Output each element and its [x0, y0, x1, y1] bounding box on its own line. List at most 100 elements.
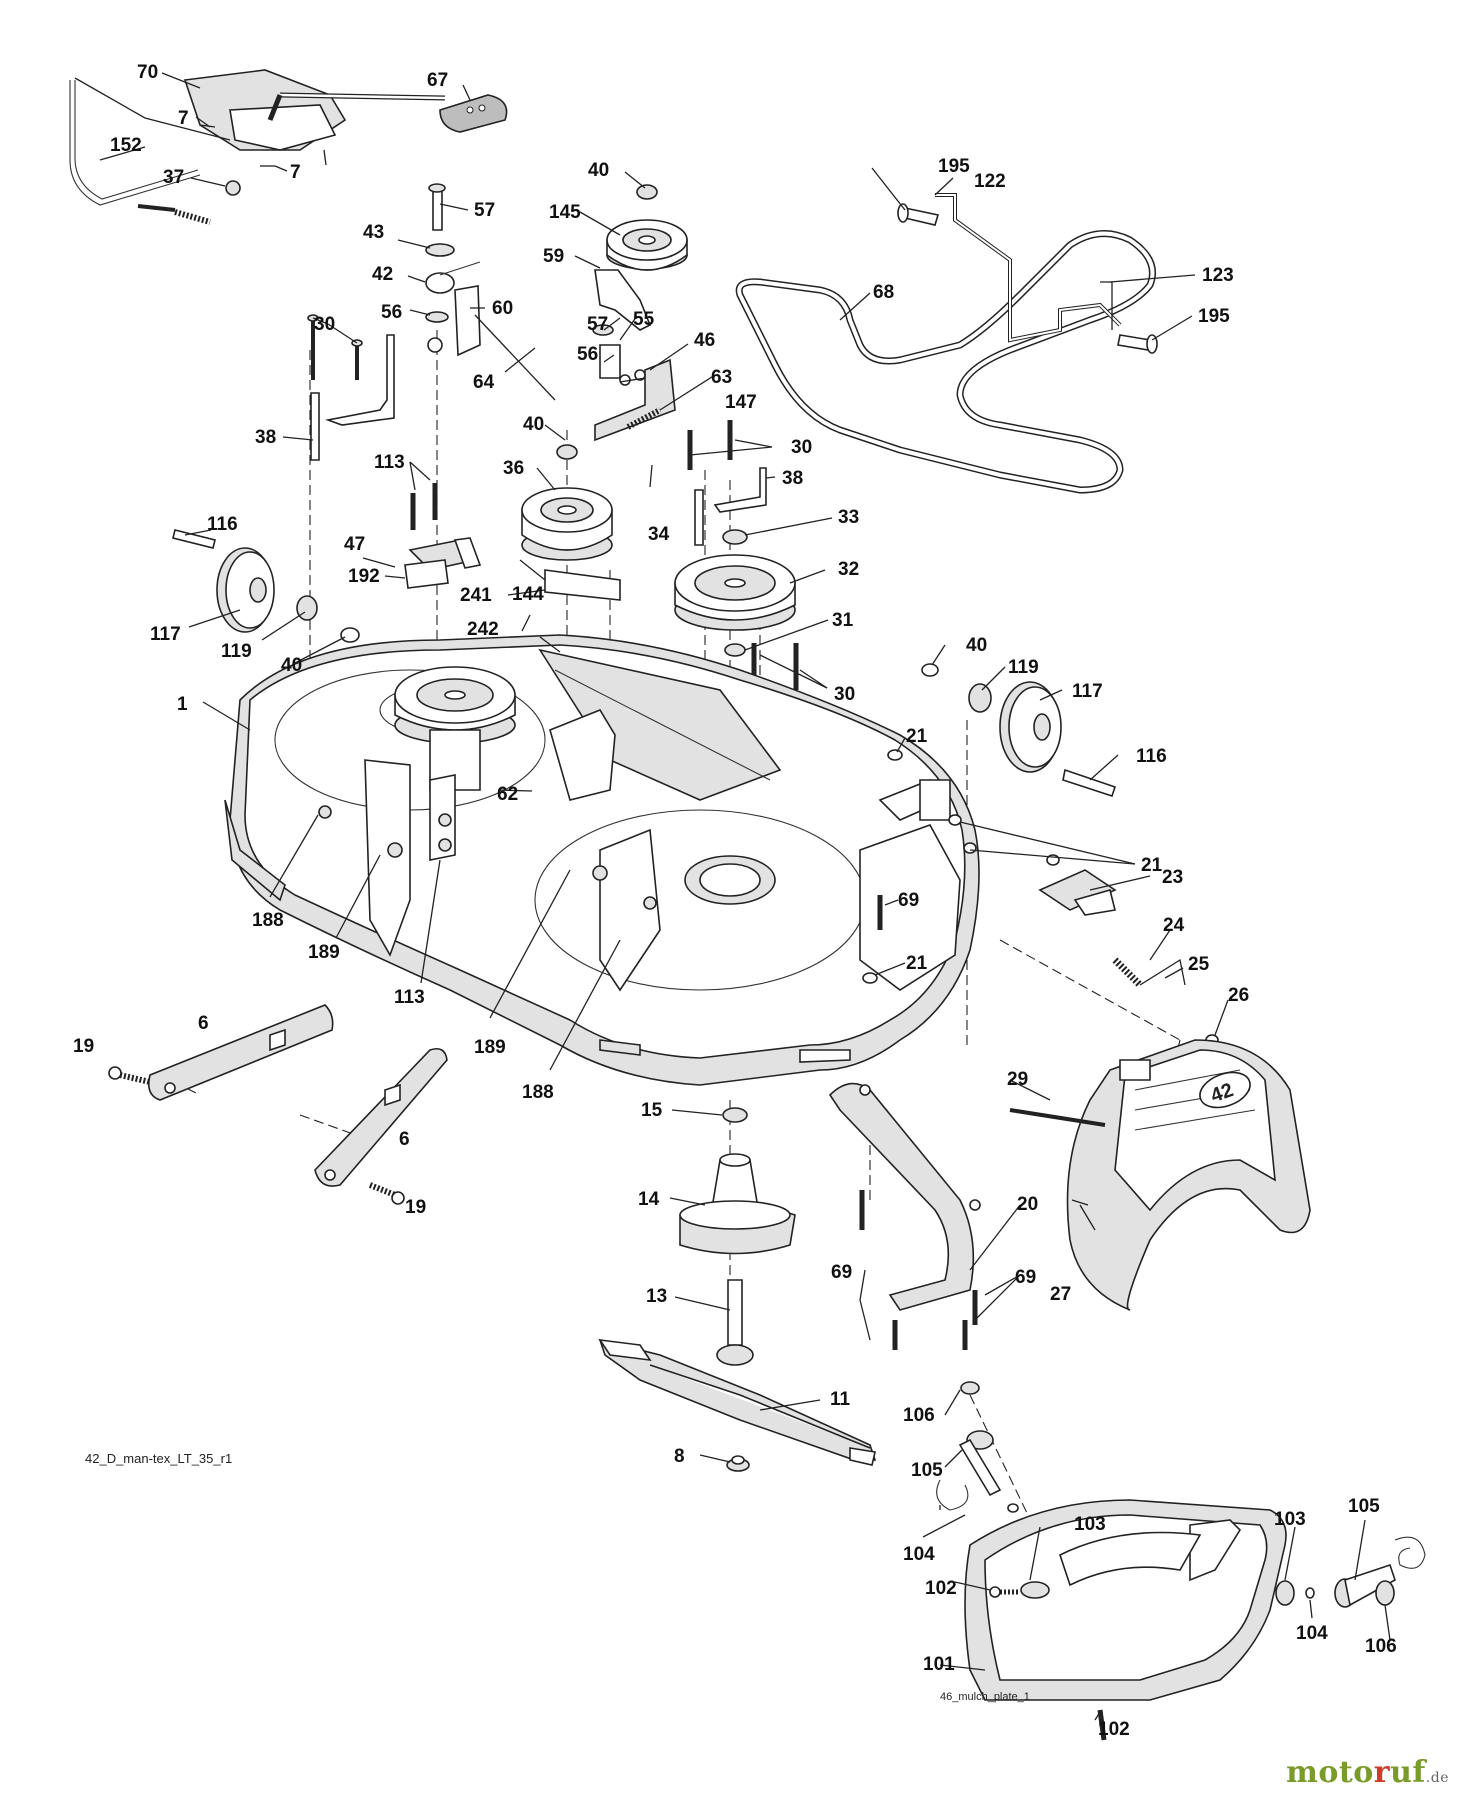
- lift-arm-left-part-6: [108, 1004, 334, 1101]
- callout-60: 60: [492, 298, 513, 319]
- callout-25: 25: [1188, 954, 1210, 975]
- callout-19: 19: [73, 1036, 94, 1057]
- spindle-assembly: [598, 1107, 877, 1472]
- callout-104: 104: [903, 1544, 935, 1565]
- callout-189: 189: [474, 1037, 506, 1058]
- callout-7: 7: [178, 108, 189, 129]
- callout-43: 43: [363, 222, 384, 243]
- callout-57: 57: [587, 314, 608, 335]
- callout-123: 123: [1202, 265, 1234, 286]
- callout-59: 59: [543, 246, 564, 267]
- callout-24: 24: [1163, 915, 1185, 936]
- callout-40: 40: [588, 160, 609, 181]
- callout-20: 20: [1017, 1194, 1038, 1215]
- callout-102: 102: [1098, 1719, 1130, 1740]
- callout-67: 67: [427, 70, 448, 91]
- leader-lines: [99, 72, 1391, 1721]
- callout-27: 27: [1050, 1284, 1071, 1305]
- callout-11: 11: [830, 1389, 851, 1410]
- callout-104: 104: [1296, 1623, 1328, 1644]
- callout-69: 69: [831, 1262, 852, 1283]
- discharge-deflector-part-27: 42: [1066, 1039, 1311, 1311]
- belt-guide-rod-assembly: [897, 193, 1158, 354]
- callout-32: 32: [838, 559, 859, 580]
- callout-119: 119: [221, 641, 252, 662]
- callout-30: 30: [834, 684, 855, 705]
- callout-42: 42: [372, 264, 393, 285]
- callout-6: 6: [198, 1013, 209, 1034]
- callout-26: 26: [1228, 985, 1249, 1006]
- support-arm-part-20: [828, 1082, 981, 1311]
- callout-106: 106: [1365, 1636, 1397, 1657]
- idler-pulley-36-assembly: [521, 444, 621, 601]
- callout-188: 188: [252, 910, 284, 931]
- callout-242: 242: [467, 619, 499, 640]
- gauge-wheel-right-assembly: [921, 663, 1117, 798]
- callout-69: 69: [1015, 1267, 1036, 1288]
- deflector-hinge-hardware: [862, 749, 1219, 1046]
- callout-106: 106: [903, 1405, 935, 1426]
- callout-46: 46: [694, 330, 715, 351]
- callout-152: 152: [110, 135, 142, 156]
- callout-145: 145: [549, 202, 581, 223]
- callout-40: 40: [966, 635, 987, 656]
- callout-8: 8: [674, 1446, 685, 1467]
- callout-33: 33: [838, 507, 859, 528]
- spindle-pulley-32-assembly: [674, 420, 799, 690]
- callout-21: 21: [906, 953, 928, 974]
- callout-29: 29: [1007, 1069, 1028, 1090]
- callout-47: 47: [344, 534, 365, 555]
- callout-122: 122: [974, 171, 1006, 192]
- callout-113: 113: [374, 452, 405, 473]
- callout-38: 38: [782, 468, 803, 489]
- callout-116: 116: [207, 514, 238, 535]
- bolts-part-69: [859, 895, 978, 1350]
- mulch-plate-assembly: [936, 1381, 1426, 1741]
- bracket-part-47: [404, 537, 482, 589]
- callout-189: 189: [308, 942, 340, 963]
- callout-21: 21: [1141, 855, 1163, 876]
- callout-7: 7: [290, 162, 301, 183]
- callout-31: 31: [832, 610, 854, 631]
- callout-117: 117: [1072, 681, 1103, 702]
- callout-34: 34: [648, 524, 670, 545]
- callout-37: 37: [163, 167, 184, 188]
- callout-30: 30: [314, 314, 335, 335]
- callout-56: 56: [577, 344, 598, 365]
- sub-drawing-id-caption: 46_mulch_plate_1: [940, 1691, 1030, 1703]
- callout-13: 13: [646, 1286, 667, 1307]
- callout-38: 38: [255, 427, 276, 448]
- callout-23: 23: [1162, 867, 1183, 888]
- callout-1: 1: [177, 694, 188, 715]
- callout-69: 69: [898, 890, 919, 911]
- callout-188: 188: [522, 1082, 554, 1103]
- callout-241: 241: [460, 585, 492, 606]
- callout-63: 63: [711, 367, 732, 388]
- callout-14: 14: [638, 1189, 660, 1210]
- callout-105: 105: [1348, 1496, 1380, 1517]
- callout-19: 19: [405, 1197, 426, 1218]
- hinge-rod-part-29: [1009, 1108, 1106, 1127]
- callout-40: 40: [281, 655, 302, 676]
- callout-40: 40: [523, 414, 544, 435]
- callout-62: 62: [497, 784, 518, 805]
- drawing-id-caption: 42_D_man-tex_LT_35_r1: [85, 1451, 232, 1466]
- callout-30: 30: [791, 437, 812, 458]
- callout-64: 64: [473, 372, 495, 393]
- lift-linkage-assembly: [69, 69, 446, 225]
- brand-logo: motoruf.de: [1286, 1755, 1449, 1790]
- callout-103: 103: [1274, 1509, 1306, 1530]
- callout-labels: 70 7 7 152 37 67 40 145 59 57 55 56 46 6…: [73, 62, 1397, 1740]
- callout-192: 192: [348, 566, 380, 587]
- callout-68: 68: [873, 282, 894, 303]
- callout-6: 6: [399, 1129, 410, 1150]
- callout-105: 105: [911, 1460, 943, 1481]
- idler-arm-left-assembly: [425, 183, 556, 401]
- callout-144: 144: [512, 584, 544, 605]
- callout-195: 195: [1198, 306, 1230, 327]
- left-hanger-bracket-assembly: [307, 314, 438, 530]
- callout-119: 119: [1008, 657, 1039, 678]
- callout-55: 55: [633, 309, 655, 330]
- callout-102: 102: [925, 1578, 957, 1599]
